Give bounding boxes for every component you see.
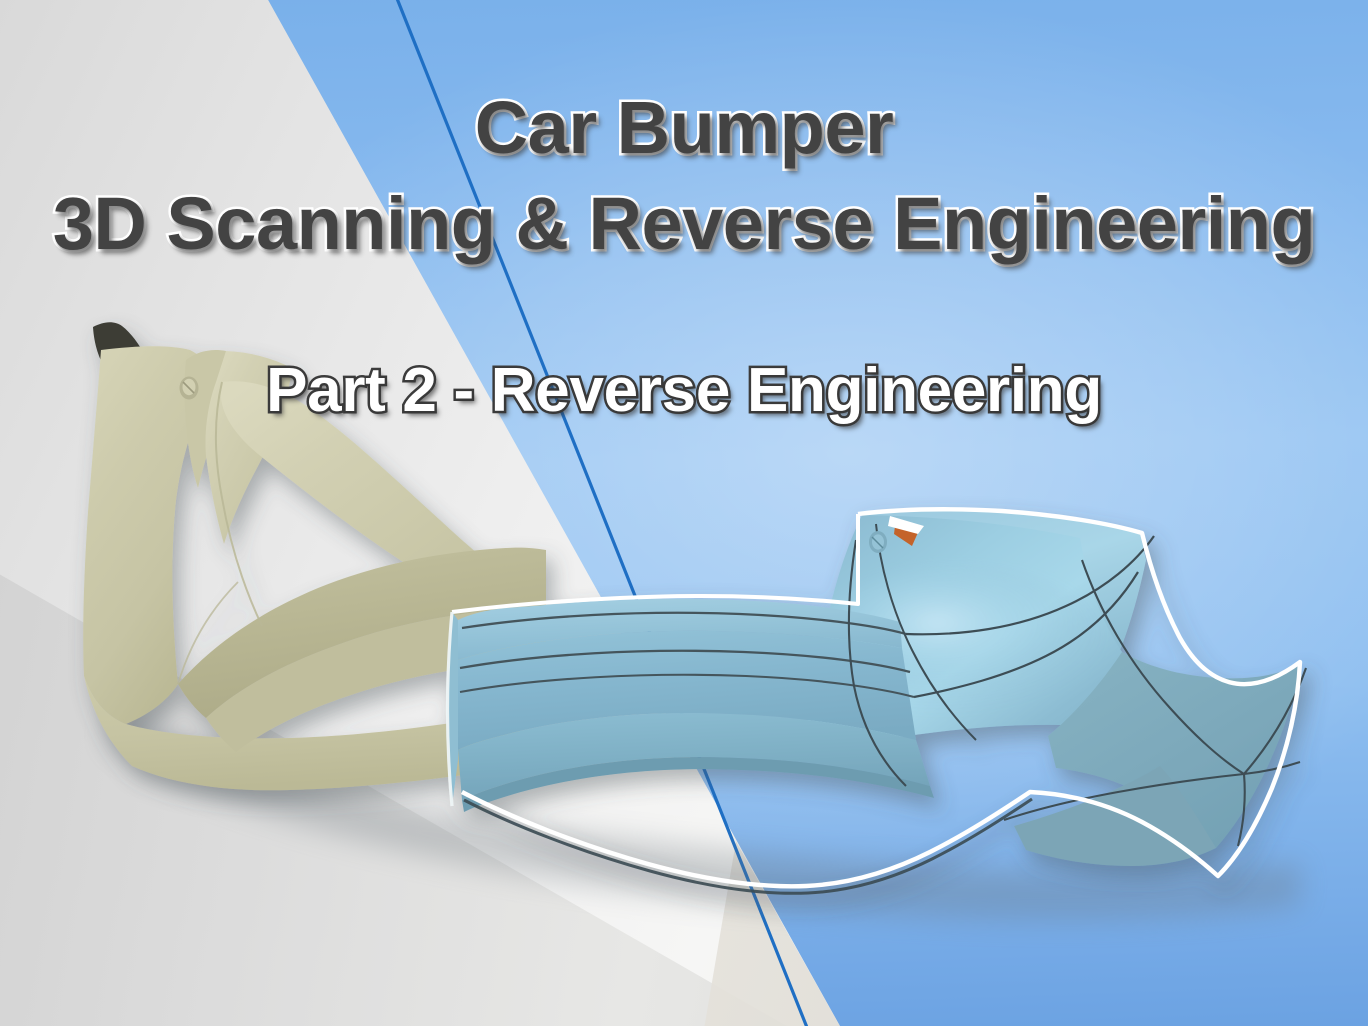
subtitle-block: Part 2 - Reverse Engineering — [0, 355, 1368, 425]
title-block: Car Bumper 3D Scanning & Reverse Enginee… — [0, 85, 1368, 266]
page-subtitle: Part 2 - Reverse Engineering — [264, 355, 1105, 425]
page-title-line1: Car Bumper — [472, 85, 896, 170]
page-title-line2: 3D Scanning & Reverse Engineering — [50, 181, 1318, 266]
